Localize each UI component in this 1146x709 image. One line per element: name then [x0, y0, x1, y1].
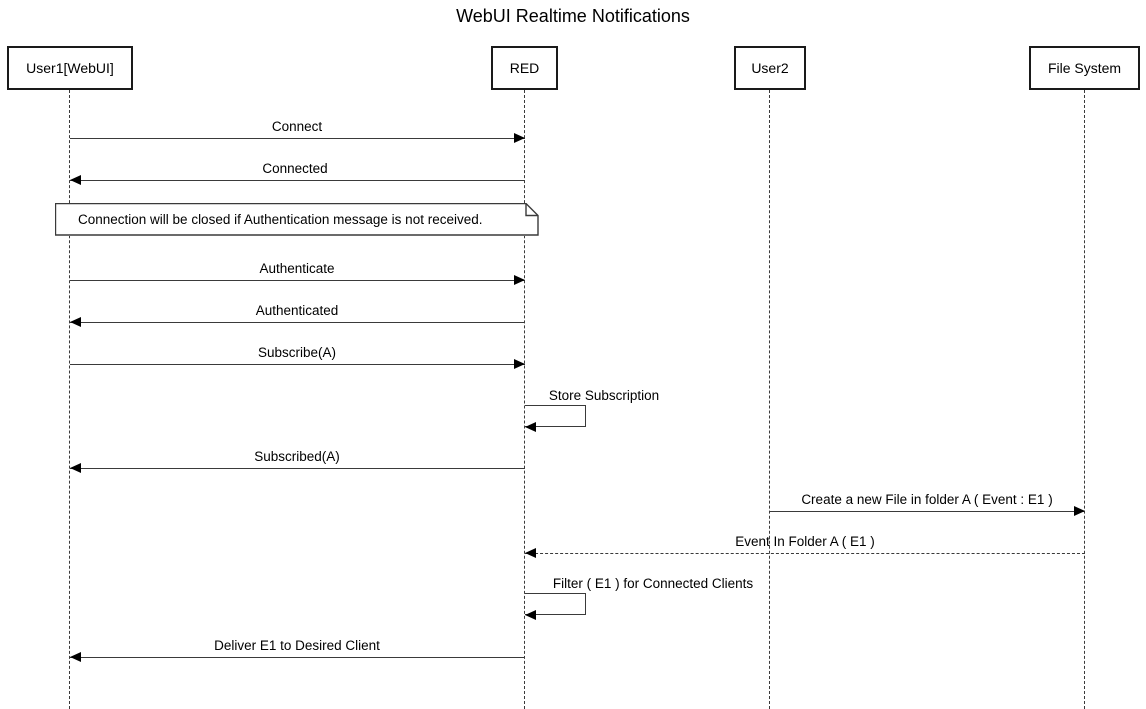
- message-line: [70, 180, 525, 181]
- arrow-head-icon: [514, 133, 525, 143]
- message-label: Authenticated: [255, 303, 339, 318]
- lifeline-filesystem: [1084, 90, 1085, 709]
- message-label: Connect: [271, 119, 323, 134]
- message-line: [70, 657, 525, 658]
- participant-box-filesystem[interactable]: File System: [1029, 46, 1140, 90]
- note-shape-icon: [55, 203, 539, 236]
- message-line: [70, 364, 525, 365]
- participant-label: User1[WebUI]: [26, 60, 114, 76]
- arrow-head-icon: [514, 275, 525, 285]
- participant-box-user1[interactable]: User1[WebUI]: [7, 46, 133, 90]
- participant-label: User2: [751, 60, 789, 76]
- participant-box-user2[interactable]: User2: [734, 46, 806, 90]
- message-label: Subscribed(A): [254, 449, 340, 464]
- arrow-head-icon: [70, 317, 81, 327]
- message-label: Event In Folder A ( E1 ): [735, 534, 875, 549]
- self-message-label: Store Subscription: [548, 388, 660, 403]
- participant-label: RED: [509, 60, 540, 76]
- message-line: [70, 322, 525, 323]
- message-line: [70, 280, 525, 281]
- message-line: [70, 138, 525, 139]
- arrow-head-icon: [525, 548, 536, 558]
- message-line: [525, 553, 1085, 554]
- participant-box-red[interactable]: RED: [491, 46, 558, 90]
- arrow-head-icon: [525, 422, 536, 432]
- message-label: Authenticate: [259, 261, 335, 276]
- message-line: [70, 468, 525, 469]
- message-label: Create a new File in folder A ( Event : …: [801, 492, 1053, 507]
- message-label: Connected: [262, 161, 328, 176]
- lifeline-user1: [69, 90, 70, 709]
- lifeline-red: [524, 90, 525, 709]
- self-message-loop: [525, 405, 586, 427]
- page-title: WebUI Realtime Notifications: [456, 6, 690, 26]
- message-line: [770, 511, 1085, 512]
- self-message-loop: [525, 593, 586, 615]
- self-message-label: Filter ( E1 ) for Connected Clients: [552, 576, 754, 591]
- participant-label: File System: [1047, 60, 1122, 76]
- message-label: Deliver E1 to Desired Client: [214, 638, 380, 653]
- arrow-head-icon: [70, 175, 81, 185]
- lifeline-user2: [769, 90, 770, 709]
- note-text: Connection will be closed if Authenticat…: [78, 212, 483, 227]
- arrow-head-icon: [70, 463, 81, 473]
- arrow-head-icon: [1074, 506, 1085, 516]
- arrow-head-icon: [514, 359, 525, 369]
- note-box[interactable]: Connection will be closed if Authenticat…: [55, 203, 539, 236]
- arrow-head-icon: [525, 610, 536, 620]
- message-label: Subscribe(A): [257, 345, 337, 360]
- arrow-head-icon: [70, 652, 81, 662]
